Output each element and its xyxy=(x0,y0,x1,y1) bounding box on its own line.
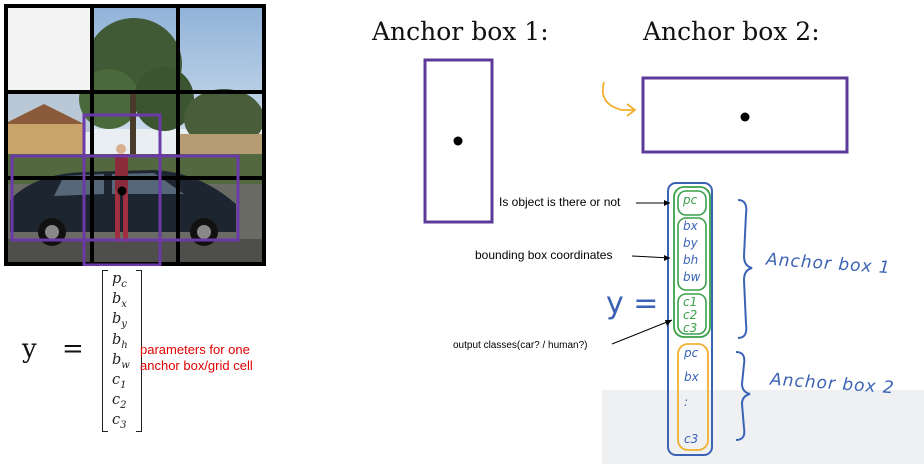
right-bracket xyxy=(136,270,142,432)
vector-entry-base: b xyxy=(112,331,122,348)
anchor-1-brace xyxy=(737,199,753,339)
car-anchor-box xyxy=(10,154,240,242)
anchor-1-group-box xyxy=(673,186,711,338)
hand-vector-outline xyxy=(667,182,713,456)
empty-cell xyxy=(4,4,90,90)
vector-entry-base: c xyxy=(112,412,121,429)
vector-entry: c1 xyxy=(112,370,138,391)
vector-entry-subscript: 1 xyxy=(120,379,127,391)
anchor-2-brace xyxy=(735,351,751,441)
bbox-note-arrowhead xyxy=(664,255,670,261)
hand-entry-anchor-2: pc xyxy=(684,346,699,360)
vector-entry: pc xyxy=(112,269,138,290)
object-flag-box xyxy=(677,190,707,216)
vector-entry: bw xyxy=(112,350,138,371)
classes-group-box xyxy=(677,293,707,335)
classes-note-arrowhead xyxy=(665,320,672,326)
vector-entry-base: b xyxy=(112,351,122,368)
hand-entry-anchor-2: : xyxy=(684,395,689,409)
anchor-box-1-title: Anchor box 1: xyxy=(372,17,549,46)
vector-entry-base: b xyxy=(112,311,122,328)
left-bracket xyxy=(102,270,108,432)
classes-note-arrow xyxy=(611,319,673,345)
vector-entry-base: c xyxy=(112,371,121,388)
bbox-group-box xyxy=(677,217,707,291)
vector-entry-subscript: 3 xyxy=(120,420,127,432)
anchor-box-1-center xyxy=(453,136,463,146)
vector-entry-subscript: h xyxy=(121,339,128,351)
hand-entry-anchor-1: by xyxy=(683,236,698,250)
photo-grid xyxy=(4,4,266,266)
hand-entry-anchor-2: bx xyxy=(684,370,699,384)
bbox-coordinates-note: bounding box coordinates xyxy=(475,248,613,262)
hand-entry-anchor-1: c1 xyxy=(683,295,698,309)
output-classes-note: output classes(car? / human?) xyxy=(453,340,588,351)
handwritten-y-label: y = xyxy=(606,286,659,321)
hand-entry-anchor-1: bh xyxy=(683,253,699,267)
hand-entry-anchor-1: pc xyxy=(683,193,698,207)
vector-entry-subscript: w xyxy=(121,359,130,371)
hand-entry-anchor-1: bw xyxy=(683,270,701,284)
anchor-box-2-title: Anchor box 2: xyxy=(643,17,820,46)
vector-entry-base: p xyxy=(112,271,122,287)
hand-entry-anchor-1: c3 xyxy=(683,321,698,335)
anchor-box-2-shape xyxy=(641,76,849,154)
y-symbol: y xyxy=(22,334,37,364)
anchor-box-1-shape xyxy=(423,58,494,224)
vector-entry-subscript: 2 xyxy=(120,400,127,412)
vector-entry: bx xyxy=(112,289,138,311)
vector-entry: c2 xyxy=(112,390,138,412)
object-present-note: Is object is there or not xyxy=(499,195,621,209)
video-shade xyxy=(602,390,924,464)
parameters-note: parameters for one anchor box/grid cell xyxy=(140,342,253,373)
person-anchor-box xyxy=(82,113,162,266)
vector-entry: bh xyxy=(112,330,138,351)
anchor-2-group-box xyxy=(677,343,709,451)
object-center-dot xyxy=(117,186,127,196)
hand-entry-anchor-2: c3 xyxy=(684,432,699,446)
object-note-arrowhead xyxy=(664,200,670,206)
orange-arrow xyxy=(601,81,637,117)
vector-entry-base: c xyxy=(112,392,121,409)
vector-entry-base: b xyxy=(112,291,122,308)
vector-entry: by xyxy=(112,309,138,331)
bbox-note-arrow xyxy=(631,255,671,259)
vector-entry-subscript: y xyxy=(121,319,127,331)
vector-entry: c3 xyxy=(112,410,138,432)
vector-entry-subscript: x xyxy=(121,299,127,311)
anchor-box-2-center xyxy=(740,112,750,122)
vector-entry-subscript: c xyxy=(121,278,127,290)
hand-entry-anchor-1: c2 xyxy=(683,308,698,322)
hand-entry-anchor-1: bx xyxy=(683,219,698,233)
equals-sign: = xyxy=(62,334,84,364)
